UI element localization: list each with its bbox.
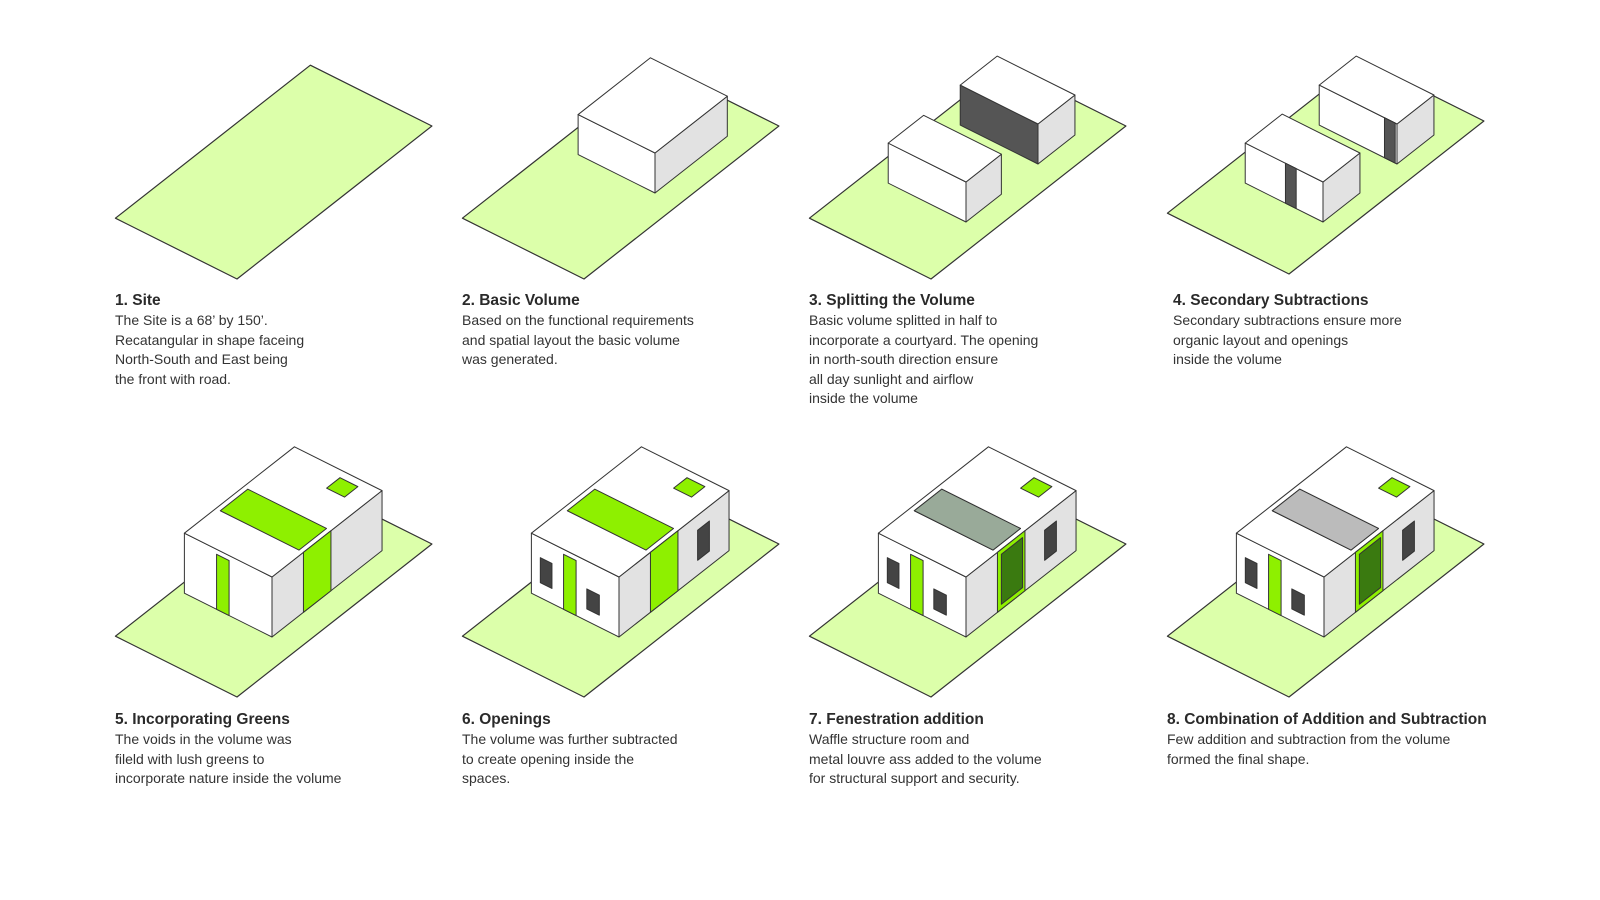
step-title: 1. Site xyxy=(115,292,161,309)
step-description-line: Recatangular in shape faceing xyxy=(115,331,305,348)
greens-green-side xyxy=(302,530,332,613)
north-volume-top-face xyxy=(959,55,1076,125)
step-description-line: Waffle structure room and xyxy=(809,731,970,747)
site-plot xyxy=(114,64,433,280)
step-description-line: was generated. xyxy=(462,351,558,368)
final-metal-louvre xyxy=(1358,537,1382,605)
step-description-line: metal louvre ass added to the volume xyxy=(809,750,1042,767)
step-description-line: The voids in the volume was xyxy=(115,731,292,747)
step-title: 5. Incorporating Greens xyxy=(115,711,290,728)
fenestration-window xyxy=(933,588,947,616)
openings-green-entrance xyxy=(563,553,577,617)
step-description-line: and spatial layout the basic volume xyxy=(462,331,680,348)
greens-green-skylight xyxy=(326,477,359,498)
final-green-entrance xyxy=(1268,553,1282,617)
greens-green-entrance xyxy=(216,553,230,617)
openings-window xyxy=(697,520,710,561)
fenestration-window xyxy=(886,557,900,589)
final-waffle-roof xyxy=(1271,488,1379,551)
openings-green-skylight xyxy=(673,477,706,498)
openings-window xyxy=(539,557,553,589)
step-description-line: to create opening inside the xyxy=(462,750,635,767)
fenestration-metal-louvre xyxy=(1000,537,1024,605)
step-description-line: in north-south direction ensure xyxy=(809,351,999,368)
south-volume-subtracted-top-face xyxy=(1244,113,1361,183)
step-title: 7. Fenestration addition xyxy=(809,711,984,728)
step-description-line: fileld with lush greens to xyxy=(115,750,265,767)
step-description-line: inside the volume xyxy=(809,390,918,407)
step-description-line: Few addition and subtraction from the vo… xyxy=(1167,731,1451,747)
south-volume-top-face xyxy=(887,114,1002,183)
greens-green-courtyard xyxy=(219,488,327,551)
step-description-line: North-South and East being xyxy=(115,351,288,368)
step-description-line: incorporate a courtyard. The opening xyxy=(809,331,1039,348)
step-description-line: Based on the functional requirements xyxy=(462,312,694,328)
north-notch xyxy=(1383,117,1396,164)
step-title: 3. Splitting the Volume xyxy=(809,292,975,309)
step-title: 2. Basic Volume xyxy=(462,292,580,309)
south-notch xyxy=(1284,162,1297,210)
final-window xyxy=(1244,557,1258,589)
step-title: 4. Secondary Subtractions xyxy=(1173,292,1369,309)
step-description-line: The Site is a 68’ by 150’. xyxy=(115,312,268,328)
step-description-line: all day sunlight and airflow xyxy=(809,370,974,387)
step-title: 6. Openings xyxy=(462,711,551,728)
final-window xyxy=(1402,520,1415,561)
final-window xyxy=(1291,588,1305,616)
step-description-line: incorporate nature inside the volume xyxy=(115,770,342,787)
fenestration-green-entrance xyxy=(910,553,924,617)
step-title: 8. Combination of Addition and Subtracti… xyxy=(1167,711,1487,728)
fenestration-green-skylight xyxy=(1020,477,1053,498)
step-description-line: spaces. xyxy=(462,770,511,787)
step-description-line: Secondary subtractions ensure more xyxy=(1173,312,1402,328)
north-volume-subtracted-top-face xyxy=(1318,55,1435,125)
final-green-skylight xyxy=(1378,477,1411,498)
step-description-line: formed the final shape. xyxy=(1167,750,1310,767)
basic-volume-top-face xyxy=(577,57,728,154)
fenestration-window xyxy=(1044,520,1057,561)
openings-green-side xyxy=(649,530,679,613)
step-description-line: inside the volume xyxy=(1173,351,1282,368)
fenestration-waffle-roof xyxy=(913,488,1021,551)
caption-step-8: 8. Combination of Addition and Subtracti… xyxy=(1167,710,1547,769)
openings-window xyxy=(586,588,600,616)
step-description-line: organic layout and openings xyxy=(1173,331,1349,348)
step-description-line: for structural support and security. xyxy=(809,770,1020,787)
step-description-line: The volume was further subtracted xyxy=(462,731,678,747)
step-description-line: Basic volume splitted in half to xyxy=(809,312,998,328)
step-description-line: the front with road. xyxy=(115,370,231,387)
openings-green-courtyard xyxy=(566,488,674,551)
